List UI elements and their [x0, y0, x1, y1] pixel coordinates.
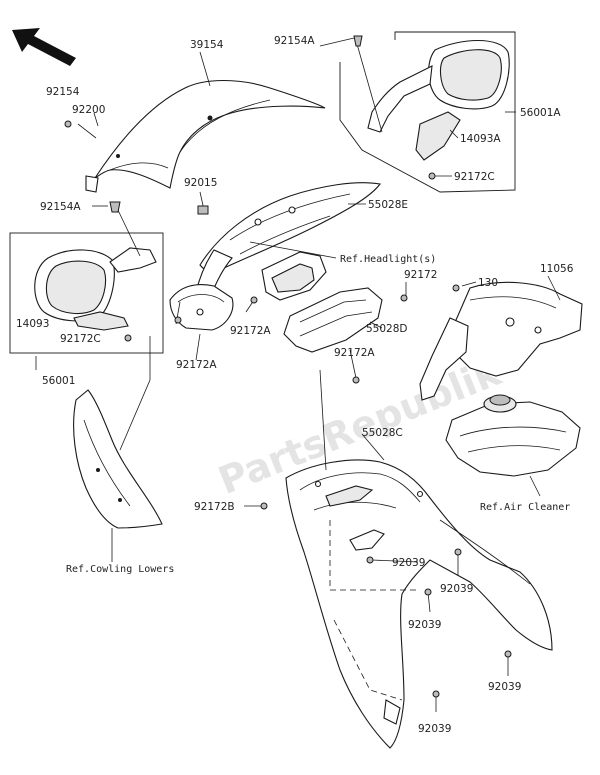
label-92172a-right: 92172A [334, 347, 375, 359]
label-55028d: 55028D [366, 323, 408, 335]
label-92039-b: 92039 [440, 583, 473, 595]
label-56001: 56001 [42, 375, 75, 387]
label-11056: 11056 [540, 263, 574, 275]
left-bracket[interactable] [169, 283, 234, 331]
front-arrow-icon [12, 28, 76, 66]
label-39154: 39154 [190, 39, 224, 51]
label-55028c: 55028C [362, 427, 403, 439]
label-92172b: 92172B [194, 501, 235, 513]
label-92039-d: 92039 [488, 681, 521, 693]
mirror-right-group[interactable] [339, 31, 516, 193]
label-14093a: 14093A [460, 133, 501, 145]
headlight-bracket-55028d[interactable] [261, 251, 383, 353]
fasteners [64, 120, 512, 698]
label-92172a-mid: 92172A [230, 325, 271, 337]
label-ref-headlight: Ref.Headlight(s) [340, 254, 436, 265]
label-92200: 92200 [72, 104, 105, 116]
part-labels: 39154 92154 92200 92154A 56001A 14093A 9… [16, 35, 574, 735]
label-92154a-top: 92154A [274, 35, 315, 47]
label-92015: 92015 [184, 177, 217, 189]
label-92172c-left: 92172C [60, 333, 101, 345]
label-55028e: 55028E [368, 199, 408, 211]
label-92172c-top: 92172C [454, 171, 495, 183]
upper-cowl-part[interactable] [85, 79, 326, 193]
label-56001a: 56001A [520, 107, 561, 119]
label-92154a-left: 92154A [40, 201, 81, 213]
label-14093: 14093 [16, 318, 49, 330]
label-130: 130 [478, 277, 498, 289]
side-cowl-left[interactable] [73, 389, 163, 529]
label-92172a-left: 92172A [176, 359, 217, 371]
center-cowl-55028c[interactable] [285, 459, 553, 749]
label-92172-mid: 92172 [404, 269, 437, 281]
label-92039-a: 92039 [392, 557, 425, 569]
label-92154: 92154 [46, 86, 80, 98]
label-ref-air-cleaner: Ref.Air Cleaner [480, 502, 570, 513]
label-92039-e: 92039 [418, 723, 451, 735]
air-cleaner-assembly[interactable] [419, 281, 583, 477]
mirror-left-group[interactable] [9, 201, 164, 354]
label-ref-cowling-lowers: Ref.Cowling Lowers [66, 564, 174, 575]
label-92039-c: 92039 [408, 619, 441, 631]
